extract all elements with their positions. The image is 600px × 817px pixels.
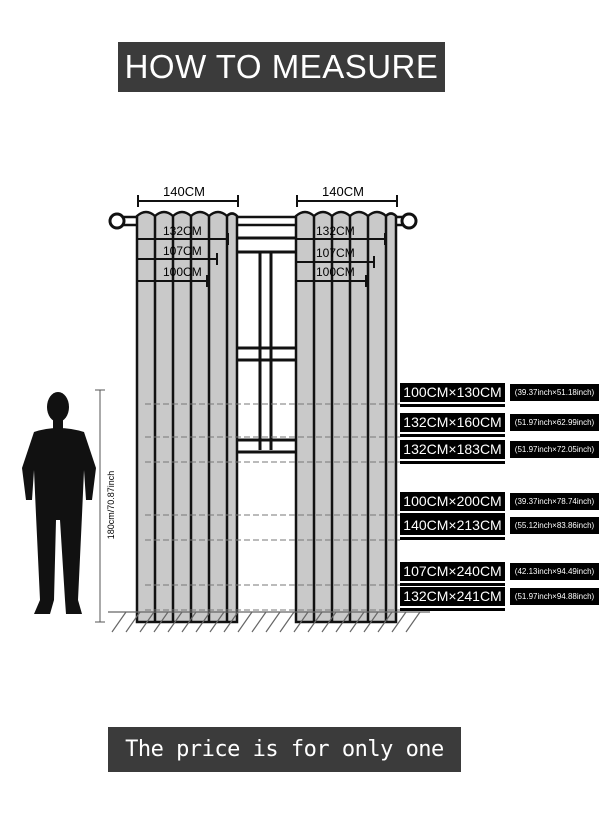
- width-dimensions: [137, 195, 398, 287]
- width-label: 107CM: [163, 244, 202, 258]
- floor: [108, 611, 430, 633]
- size-inch-label: (39.37inch×51.18inch): [510, 384, 599, 401]
- price-note-banner: The price is for only one piece: [108, 727, 461, 807]
- left-curtain: [135, 210, 239, 624]
- size-label: 100CM×130CM: [400, 383, 505, 404]
- size-inch-label: (55.12inch×83.86inch): [510, 517, 599, 534]
- window-frame: [237, 236, 296, 454]
- width-label: 132CM: [163, 224, 202, 238]
- width-label: 100CM: [316, 265, 355, 279]
- size-label: 132CM×183CM: [400, 440, 505, 461]
- width-label: 132CM: [316, 224, 355, 238]
- size-inch-label: (42.13inch×94.49inch): [510, 563, 599, 580]
- length-guides: [145, 403, 400, 611]
- page-title: HOW TO MEASURE: [118, 42, 445, 92]
- size-label: 100CM×200CM: [400, 492, 505, 513]
- right-curtain: [294, 210, 398, 624]
- width-label: 100CM: [163, 265, 202, 279]
- size-inch-label: (51.97inch×72.05inch): [510, 441, 599, 458]
- height-dimension: [95, 389, 105, 623]
- size-inch-label: (51.97inch×62.99inch): [510, 414, 599, 431]
- size-label: 140CM×213CM: [400, 516, 505, 537]
- size-label: 107CM×240CM: [400, 562, 505, 583]
- width-label: 140CM: [322, 184, 364, 199]
- size-label: 132CM×241CM: [400, 587, 505, 608]
- size-inch-label: (39.37inch×78.74inch): [510, 493, 599, 510]
- size-inch-label: (51.97inch×94.88inch): [510, 588, 599, 605]
- person-height-label: 180cm/70.87inch: [106, 470, 116, 540]
- person-silhouette: [22, 392, 96, 614]
- curtain-rod: [108, 212, 418, 230]
- width-label: 107CM: [316, 246, 355, 260]
- curtain-diagram: [22, 195, 430, 633]
- size-label: 132CM×160CM: [400, 413, 505, 434]
- width-label: 140CM: [163, 184, 205, 199]
